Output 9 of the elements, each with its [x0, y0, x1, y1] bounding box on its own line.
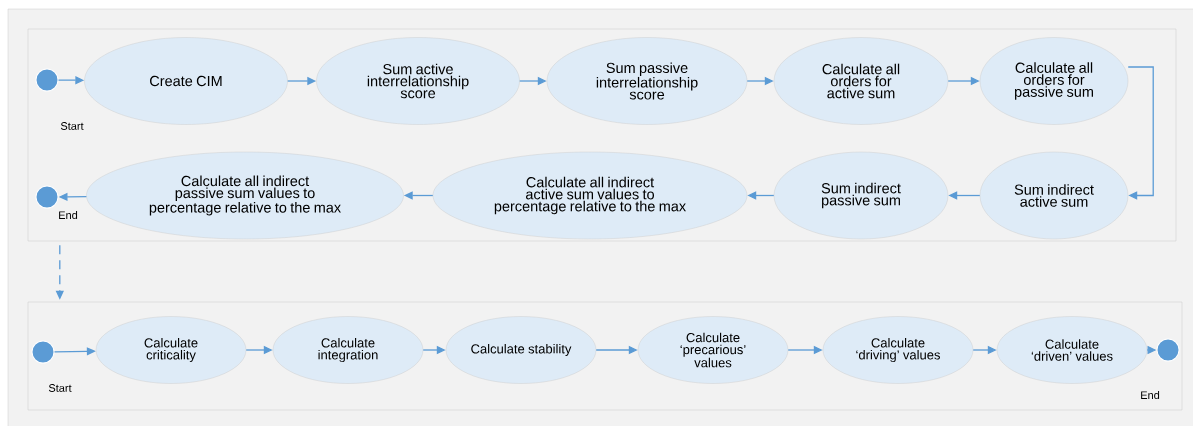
terminal-label: Start — [60, 122, 84, 130]
terminal-label: End — [1141, 390, 1160, 400]
terminal-label: Start — [48, 384, 72, 392]
terminal-dot — [35, 185, 59, 209]
terminal-dot — [31, 340, 55, 364]
terminal-dot — [35, 68, 59, 92]
terminal-dot — [1156, 338, 1180, 362]
arrow — [1127, 66, 1154, 200]
terminal-label: End — [59, 210, 78, 220]
